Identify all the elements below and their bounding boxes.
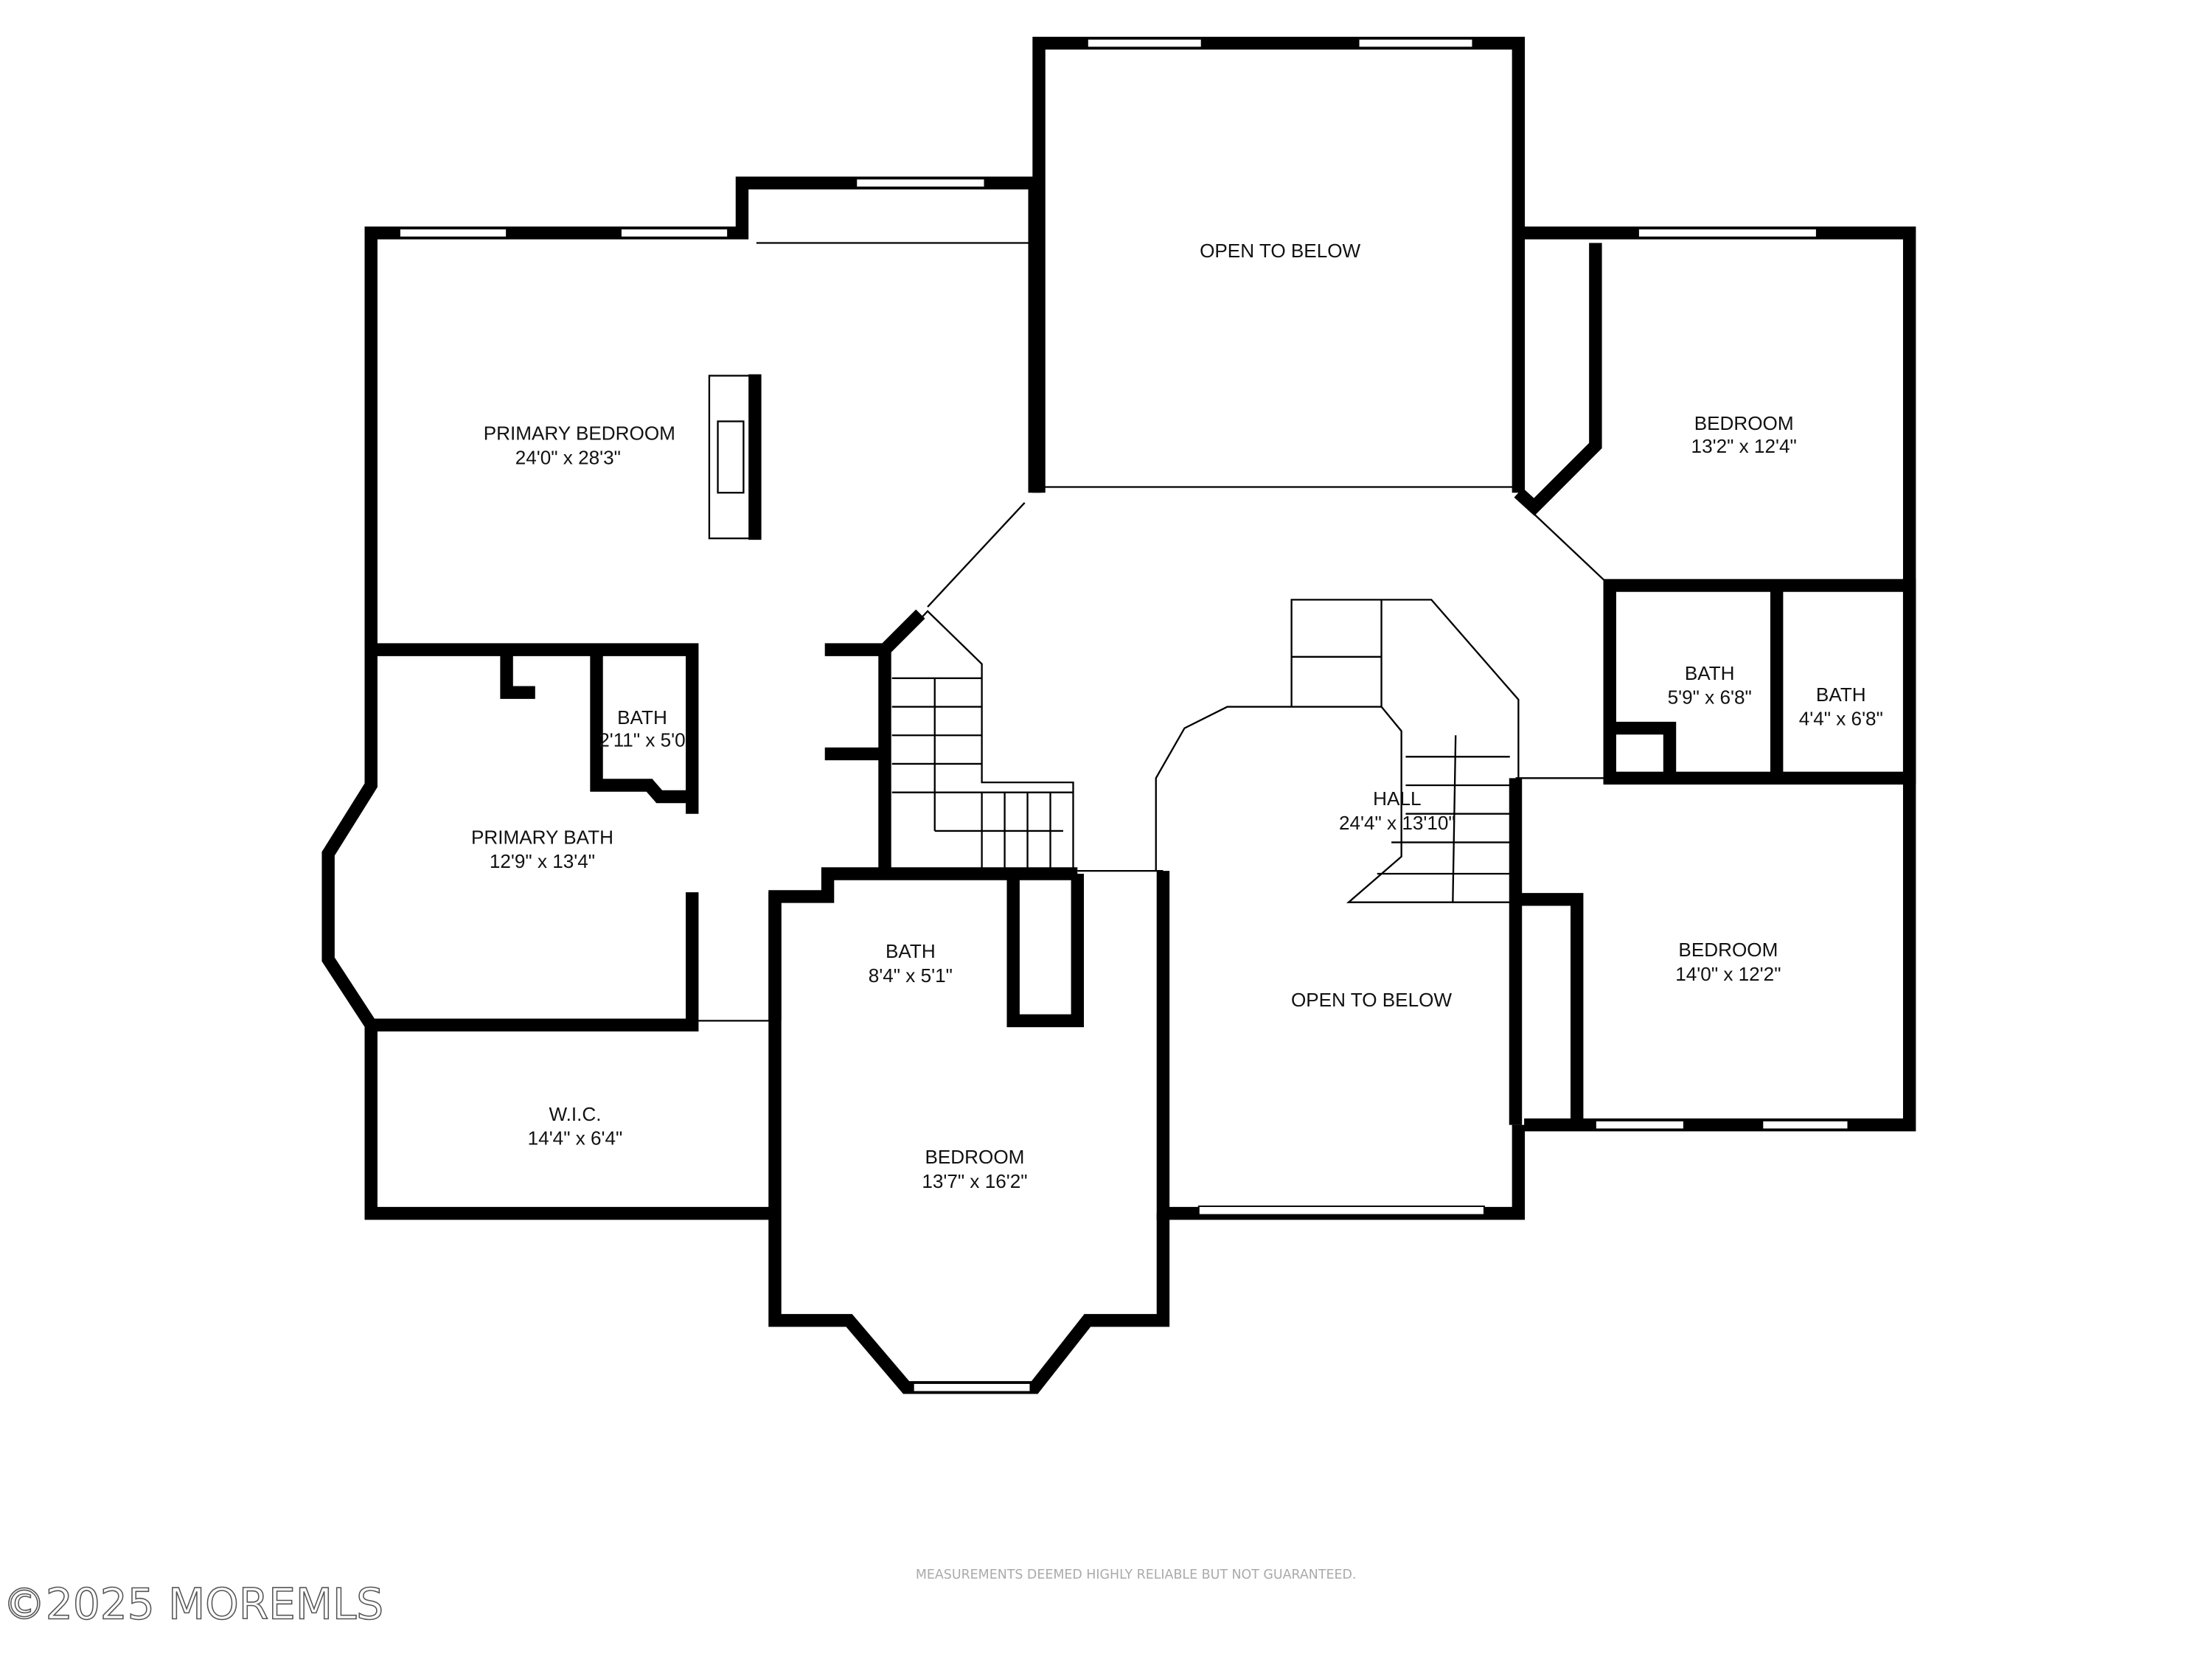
- room-name: PRIMARY BEDROOM: [484, 422, 675, 445]
- room-bath-east-1: BATH 5'9" x 6'8": [1668, 662, 1752, 709]
- room-bath-east-2: BATH 4'4" x 6'8": [1799, 684, 1883, 730]
- room-name: W.I.C.: [549, 1103, 601, 1125]
- room-size: 24'0" x 28'3": [515, 447, 621, 469]
- room-name: BATH: [886, 940, 936, 962]
- room-name: BEDROOM: [1678, 939, 1778, 961]
- room-bath-hall: BATH 8'4" x 5'1": [869, 940, 953, 987]
- watermark: ©2025 MOREMLS: [3, 1579, 383, 1629]
- room-bedroom-e: BEDROOM 14'0" x 12'2": [1675, 939, 1781, 985]
- staircase-center: [1155, 599, 1520, 903]
- room-name: OPEN TO BELOW: [1200, 240, 1360, 262]
- room-wic: W.I.C. 14'4" x 6'4": [528, 1103, 623, 1150]
- room-bedroom-s: BEDROOM 13'7" x 16'2": [922, 1146, 1027, 1192]
- room-name: BEDROOM: [925, 1146, 1024, 1168]
- room-name: HALL: [1373, 787, 1421, 810]
- windows: [398, 38, 1849, 1393]
- room-name: PRIMARY BATH: [471, 826, 613, 848]
- room-size: 14'4" x 6'4": [528, 1127, 623, 1150]
- room-size: 8'4" x 5'1": [869, 964, 953, 987]
- room-size: 12'9" x 13'4": [490, 850, 595, 872]
- room-primary-bath: PRIMARY BATH 12'9" x 13'4": [471, 826, 613, 872]
- room-size: 13'7" x 16'2": [922, 1170, 1027, 1192]
- room-name: BATH: [1685, 662, 1735, 684]
- room-size: 5'9" x 6'8": [1668, 686, 1752, 709]
- room-size: 2'11" x 5'0: [599, 729, 685, 751]
- thin-lines: [692, 242, 1611, 1022]
- room-size: 14'0" x 12'2": [1675, 963, 1781, 985]
- staircase-left: [891, 610, 1074, 872]
- room-open-to-below-center: OPEN TO BELOW: [1291, 989, 1452, 1011]
- walls: [321, 36, 1916, 1394]
- room-bath-small: BATH 2'11" x 5'0: [599, 706, 685, 751]
- room-name: BEDROOM: [1694, 412, 1794, 434]
- room-primary-bedroom: PRIMARY BEDROOM 24'0" x 28'3": [484, 422, 675, 469]
- room-name: BATH: [617, 706, 667, 728]
- fireplace: [708, 374, 762, 540]
- room-open-to-below-top: OPEN TO BELOW: [1200, 240, 1360, 262]
- room-hall: HALL 24'4" x 13'10": [1339, 787, 1455, 834]
- disclaimer: MEASUREMENTS DEEMED HIGHLY RELIABLE BUT …: [916, 1568, 1357, 1582]
- room-size: 13'2" x 12'4": [1691, 435, 1797, 457]
- room-size: 4'4" x 6'8": [1799, 708, 1883, 730]
- room-name: OPEN TO BELOW: [1291, 989, 1452, 1011]
- room-name: BATH: [1816, 684, 1866, 706]
- room-bedroom-ne: BEDROOM 13'2" x 12'4": [1691, 412, 1797, 457]
- room-size: 24'4" x 13'10": [1339, 812, 1455, 834]
